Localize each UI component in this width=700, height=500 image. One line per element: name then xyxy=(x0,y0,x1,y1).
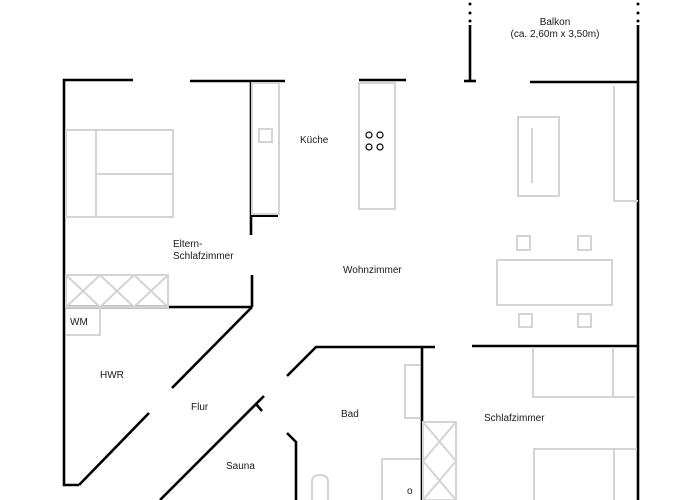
room-label-eltern-line1: Eltern- xyxy=(173,239,203,250)
room-label-kueche: Küche xyxy=(300,135,329,146)
room-label-hwr: HWR xyxy=(100,370,124,381)
room-label-wohnzimmer: Wohnzimmer xyxy=(343,265,402,276)
stove-hob-icon xyxy=(365,131,384,151)
furniture xyxy=(65,82,638,500)
room-label-bad: Bad xyxy=(341,409,359,420)
room-label-sauna: Sauna xyxy=(226,461,255,472)
drain-icon: o xyxy=(407,486,413,497)
room-label-flur: Flur xyxy=(191,402,209,413)
room-label-eltern-schlafzimmer: Eltern- Schlafzimmer xyxy=(173,239,234,263)
balcony-name: Balkon xyxy=(539,17,571,28)
balcony-label: Balkon (ca. 2,60m x 3,50m) xyxy=(495,17,615,41)
room-label-wm: WM xyxy=(70,317,88,328)
room-label-schlafzimmer: Schlafzimmer xyxy=(484,413,545,424)
balcony-dimensions: (ca. 2,60m x 3,50m) xyxy=(510,29,600,40)
walls xyxy=(62,25,640,500)
balcony-posts xyxy=(468,2,640,23)
room-label-eltern-line2: Schlafzimmer xyxy=(173,251,234,262)
